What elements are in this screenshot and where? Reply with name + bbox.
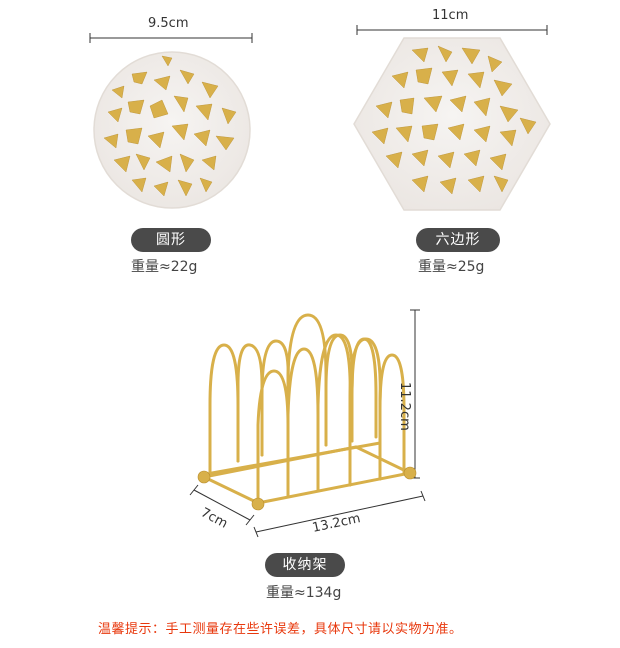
storage-rack-image	[197, 313, 417, 511]
hexagon-shape-pill: 六边形	[416, 228, 500, 252]
holder-weight-label: 重量≈134g	[266, 585, 342, 601]
holder-name-pill: 收纳架	[265, 553, 345, 577]
measurement-disclaimer: 温馨提示：手工测量存在些许误差，具体尺寸请以实物为准。	[98, 622, 463, 637]
round-weight-label: 重量≈22g	[131, 259, 198, 275]
hexagon-weight-label: 重量≈25g	[418, 259, 485, 275]
round-shape-pill: 圆形	[131, 228, 211, 252]
hexagon-coaster-image	[353, 37, 551, 211]
round-coaster-image	[93, 51, 251, 209]
hexagon-size-label: 11cm	[432, 8, 469, 23]
holder-height-label: 11.2cm	[397, 382, 412, 431]
round-size-label: 9.5cm	[148, 16, 189, 31]
